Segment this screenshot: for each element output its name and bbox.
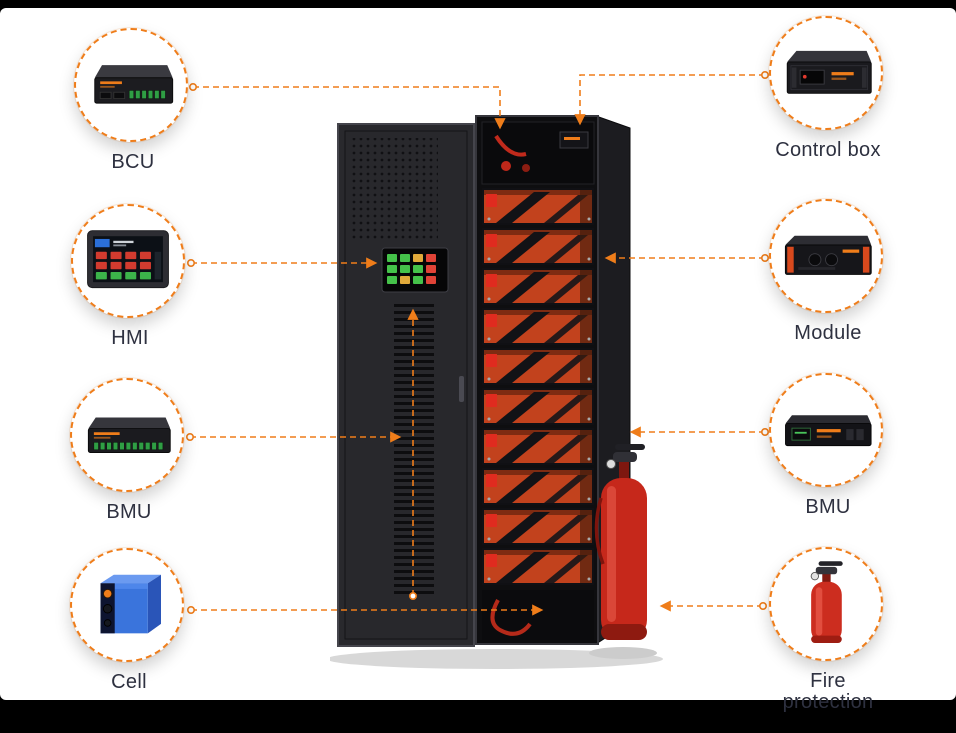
callout-control-box: Control box bbox=[769, 16, 887, 161]
cabinet-shadow bbox=[330, 647, 663, 669]
callout-label-hmi: HMI bbox=[111, 327, 149, 349]
left-cabinet bbox=[337, 123, 475, 647]
fire-extinguisher-icon bbox=[810, 561, 843, 643]
callout-label-bmu-right: BMU bbox=[805, 496, 851, 518]
cabinet-top-header bbox=[481, 121, 595, 185]
hmi-touchscreen-icon bbox=[87, 230, 169, 289]
callout-label-fire-protection: Fire protection bbox=[782, 670, 874, 713]
callout-hmi: HMI bbox=[71, 204, 189, 349]
door-handle bbox=[459, 376, 464, 402]
callout-bmu-right: BMU bbox=[769, 373, 887, 518]
vent-slots bbox=[394, 300, 434, 598]
callout-module: Module bbox=[769, 199, 887, 344]
callout-fire-protection: Fire protection bbox=[769, 547, 887, 713]
right-cabinet bbox=[475, 115, 631, 645]
cabinet-scene bbox=[330, 115, 663, 669]
battery-module-icon bbox=[784, 235, 872, 275]
callout-ring-bcu bbox=[74, 28, 188, 142]
callout-ring-bmu-right bbox=[769, 373, 883, 487]
callout-cell: Cell bbox=[70, 548, 188, 693]
callout-ring-fire-protection bbox=[769, 547, 883, 661]
callout-label-bmu-left: BMU bbox=[106, 501, 152, 523]
cabinet-base bbox=[482, 590, 594, 640]
callout-label-bcu: BCU bbox=[111, 151, 155, 173]
callout-ring-cell bbox=[70, 548, 184, 662]
hmi-display-indicators bbox=[387, 254, 436, 284]
vent-mesh bbox=[350, 138, 438, 242]
callout-bmu-left: BMU bbox=[70, 378, 188, 523]
callout-ring-bmu-left bbox=[70, 378, 184, 492]
fire-extinguisher bbox=[594, 444, 647, 640]
battery-cell-icon bbox=[100, 574, 161, 634]
bcu-controller-icon bbox=[94, 65, 174, 104]
bmu-controller-icon bbox=[87, 417, 171, 453]
diagram-canvas: BCU bbox=[0, 8, 956, 713]
callout-label-control-box: Control box bbox=[775, 139, 881, 161]
callout-label-module: Module bbox=[794, 322, 862, 344]
callout-ring-module bbox=[769, 199, 883, 313]
callout-bcu: BCU bbox=[74, 28, 192, 173]
callout-ring-hmi bbox=[71, 204, 185, 318]
control-box-icon bbox=[786, 50, 872, 94]
callout-label-cell: Cell bbox=[111, 671, 147, 693]
callout-ring-control-box bbox=[769, 16, 883, 130]
bmu-unit-icon bbox=[785, 415, 872, 447]
